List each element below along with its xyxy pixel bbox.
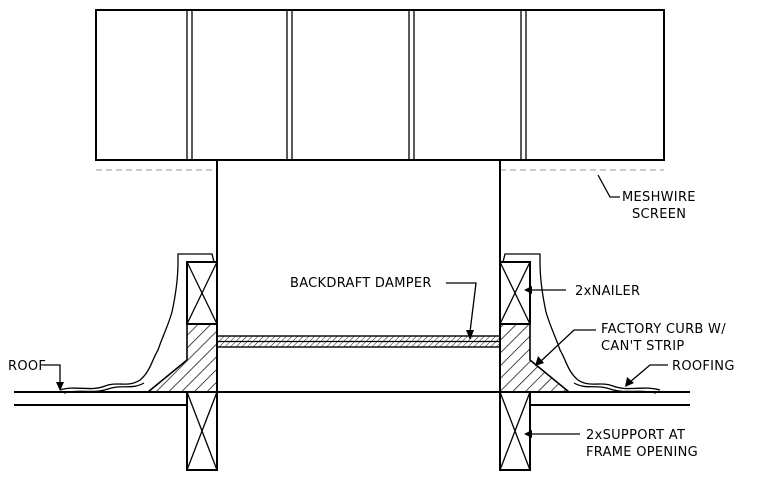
left-curb — [59, 253, 218, 471]
label-roofing: ROOFING — [625, 359, 735, 387]
roof-deck — [14, 391, 690, 406]
label-factory-curb: FACTORY CURB W/ CAN'T STRIP — [535, 322, 726, 366]
meshwire-line1: MESHWIRE — [622, 190, 696, 205]
vent-hood — [95, 9, 665, 161]
backdraft-damper — [216, 335, 501, 348]
curb-line1: FACTORY CURB W/ — [601, 322, 726, 337]
label-roof: ROOF — [8, 359, 64, 391]
label-2x-nailer: 2xNAILER — [524, 284, 640, 299]
roofing-text: ROOFING — [672, 359, 735, 374]
roof-text: ROOF — [8, 359, 46, 374]
support-line1: 2xSUPPORT AT — [586, 428, 685, 443]
meshwire-line2: SCREEN — [632, 207, 686, 222]
nailer-text: 2xNAILER — [575, 284, 640, 299]
label-meshwire-screen: MESHWIRE SCREEN — [597, 174, 696, 222]
backdraft-text: BACKDRAFT DAMPER — [290, 276, 432, 291]
curb-line2: CAN'T STRIP — [601, 339, 685, 354]
support-line2: FRAME OPENING — [586, 445, 698, 460]
label-2x-support: 2xSUPPORT AT FRAME OPENING — [524, 428, 698, 460]
right-curb — [499, 253, 661, 471]
label-backdraft-damper: BACKDRAFT DAMPER — [290, 276, 477, 340]
